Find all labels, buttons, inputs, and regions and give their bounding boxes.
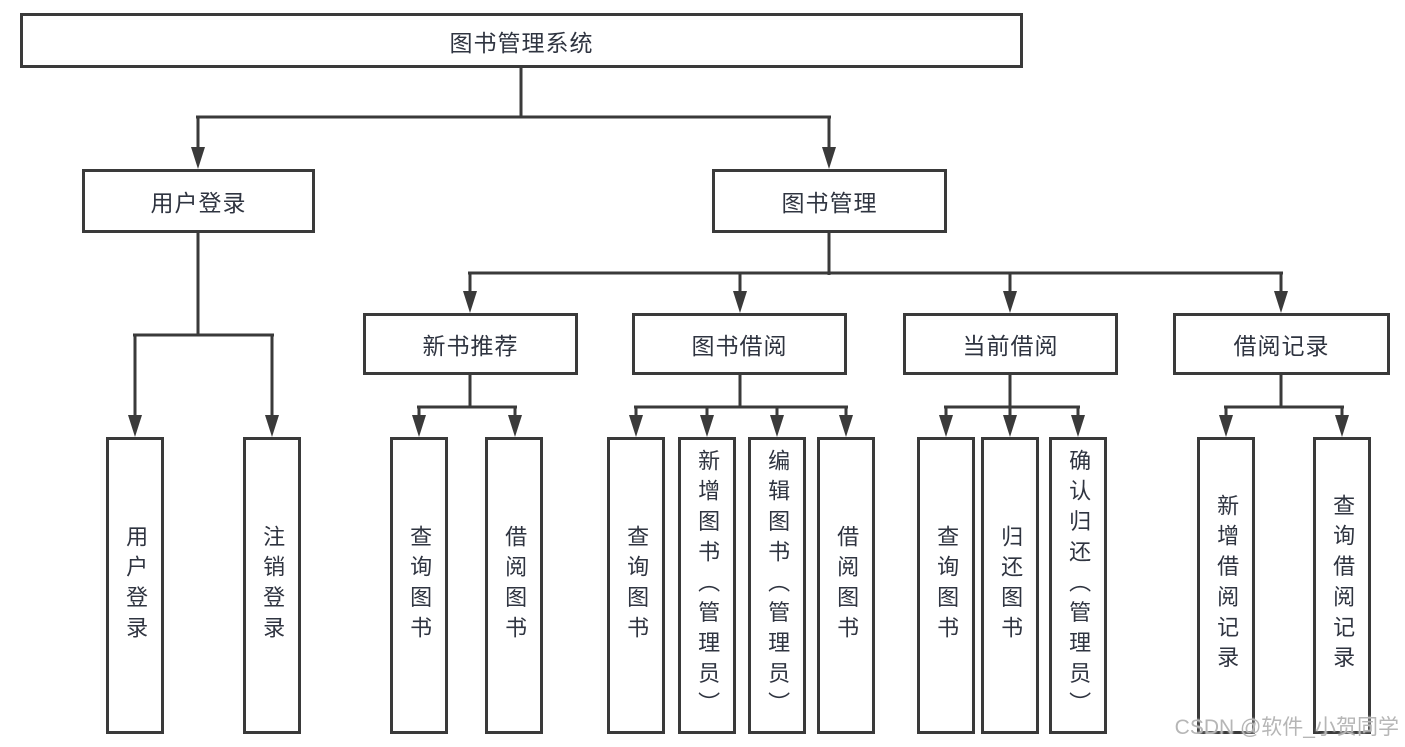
- leaf-confirm-return-admin: 确认归还（管理员）: [1049, 437, 1107, 734]
- leaf-query-borrow-record: 查询借阅记录: [1313, 437, 1371, 734]
- leaf-add-books-admin: 新增图书（管理员）: [678, 437, 736, 734]
- node-system-root: 图书管理系统: [20, 13, 1023, 68]
- node-label: 图书借阅: [691, 333, 788, 359]
- leaf-return-books: 归还图书: [981, 437, 1039, 734]
- connector-lines: [133, 68, 1344, 418]
- node-label: 图书管理系统: [449, 29, 594, 56]
- leaf-borrow-books: 借阅图书: [817, 437, 875, 734]
- node-label: 新书推荐: [422, 333, 519, 359]
- csdn-watermark: CSDN @软件_小贺同学: [1174, 716, 1399, 739]
- leaf-edit-books-admin: 编辑图书（管理员）: [748, 437, 806, 734]
- node-book-borrowing: 图书借阅: [632, 313, 847, 375]
- leaf-query-books-current: 查询图书: [917, 437, 975, 734]
- leaf-borrow-books-recommend: 借阅图书: [485, 437, 543, 734]
- node-book-management: 图书管理: [712, 169, 947, 233]
- leaf-logout: 注销登录: [243, 437, 301, 734]
- leaf-add-borrow-record: 新增借阅记录: [1197, 437, 1255, 734]
- node-label: 当前借阅: [962, 333, 1059, 359]
- leaf-query-books-borrowing: 查询图书: [607, 437, 665, 734]
- node-new-book-recommend: 新书推荐: [363, 313, 578, 375]
- node-current-borrowing: 当前借阅: [903, 313, 1118, 375]
- arrow-heads: [128, 147, 1349, 437]
- node-borrow-records: 借阅记录: [1173, 313, 1390, 375]
- node-label: 图书管理: [781, 190, 878, 216]
- leaf-user-login: 用户登录: [106, 437, 164, 734]
- leaf-query-books-recommend: 查询图书: [390, 437, 448, 734]
- node-label: 借阅记录: [1233, 333, 1330, 359]
- node-user-login: 用户登录: [82, 169, 315, 233]
- node-label: 用户登录: [150, 190, 247, 216]
